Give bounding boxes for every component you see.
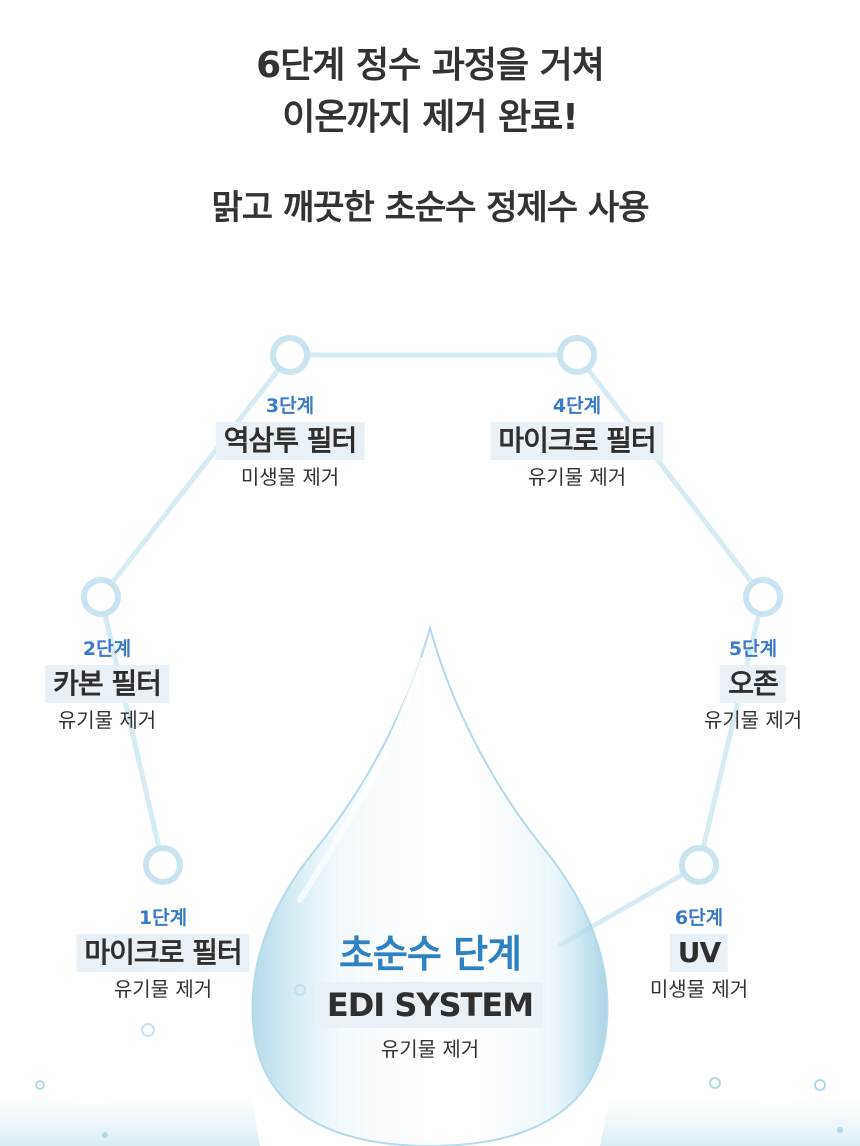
step-name: 마이크로 필터 — [490, 422, 664, 460]
headline-line-1: 6단계 정수 과정을 거쳐 — [256, 45, 605, 86]
step-desc: 유기물 제거 — [703, 708, 803, 732]
step-label: 5단계 — [728, 638, 778, 660]
step-label: 1단계 — [138, 907, 188, 929]
step-2: 2단계 카본 필터 유기물 제거 — [45, 637, 169, 735]
step-5: 5단계 오존 유기물 제거 — [704, 637, 802, 735]
step-name: UV — [669, 934, 729, 972]
step-desc: 미생물 제거 — [649, 977, 749, 1001]
step-name: 카본 필터 — [45, 665, 169, 703]
step-label: 6단계 — [674, 907, 724, 929]
headline-line-2: 이온까지 제거 완료! — [282, 97, 578, 138]
step-desc: 유기물 제거 — [527, 465, 627, 489]
step-name: 마이크로 필터 — [76, 934, 250, 972]
connector-lines — [98, 352, 766, 948]
headline-sub: 맑고 깨끗한 초순수 정제수 사용 — [211, 188, 650, 228]
step-1: 1단계 마이크로 필터 유기물 제거 — [76, 906, 250, 1004]
step-desc: 유기물 제거 — [113, 977, 213, 1001]
step-label: 4단계 — [552, 395, 602, 417]
headline-main: 6단계 정수 과정을 거쳐 이온까지 제거 완료! — [0, 40, 860, 144]
node-1 — [143, 845, 183, 885]
step-nodes — [81, 335, 783, 885]
node-5 — [743, 577, 783, 617]
final-stage-name: EDI SYSTEM — [316, 982, 544, 1028]
step-desc: 미생물 제거 — [240, 465, 340, 489]
node-3 — [270, 335, 310, 375]
node-2 — [81, 577, 121, 617]
step-6: 6단계 UV 미생물 제거 — [650, 906, 748, 1004]
step-4: 4단계 마이크로 필터 유기물 제거 — [490, 394, 664, 492]
step-3: 3단계 역삼투 필터 미생물 제거 — [215, 394, 365, 492]
node-6 — [679, 845, 719, 885]
step-label: 2단계 — [82, 638, 132, 660]
node-4 — [557, 335, 597, 375]
step-label: 3단계 — [265, 395, 315, 417]
step-desc: 유기물 제거 — [57, 708, 157, 732]
final-stage-desc: 유기물 제거 — [380, 1037, 480, 1061]
water-splash — [0, 984, 860, 1146]
step-name: 역삼투 필터 — [215, 422, 365, 460]
step-name: 오존 — [720, 665, 786, 703]
final-stage-label: 초순수 단계 — [338, 932, 522, 976]
final-stage: 초순수 단계 EDI SYSTEM 유기물 제거 — [316, 928, 544, 1064]
